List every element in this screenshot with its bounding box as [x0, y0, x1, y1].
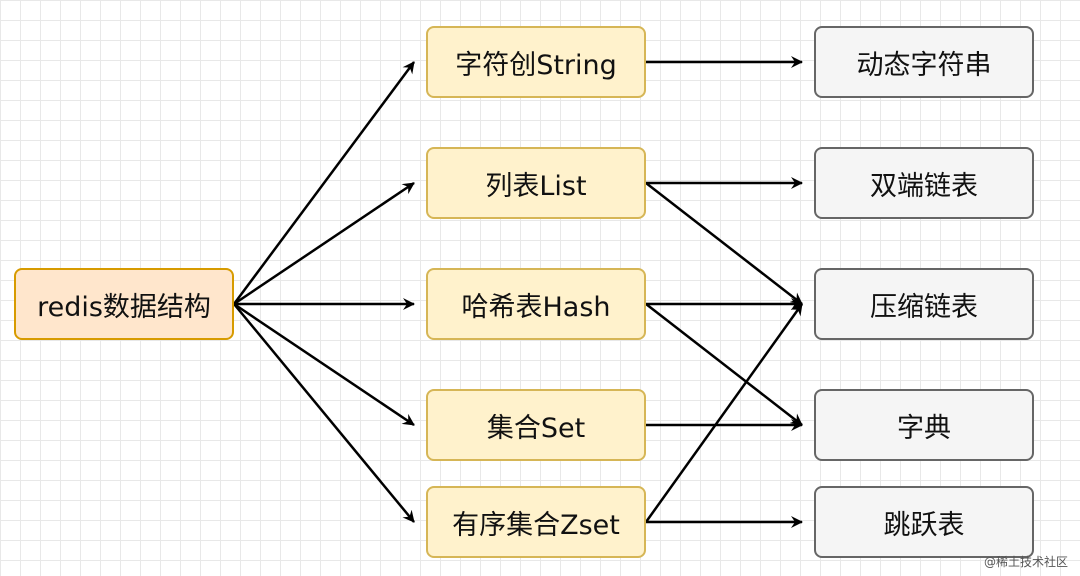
watermark: @稀土技术社区: [983, 555, 1068, 569]
edge-redis-to-set: [233, 302, 415, 427]
node-linked-list: 双端链表: [814, 147, 1034, 219]
node-skiplist: 跳跃表: [814, 486, 1034, 558]
node-label: 字典: [897, 412, 951, 444]
edge-redis-to-list: [233, 181, 415, 306]
node-ziplist: 压缩链表: [814, 268, 1034, 340]
edge-redis-to-string: [232, 61, 416, 305]
node-label: 双端链表: [870, 170, 978, 202]
node-zset: 有序集合Zset: [426, 486, 646, 558]
edge-redis-to-zset: [233, 303, 415, 523]
node-hash: 哈希表Hash: [426, 268, 646, 340]
edge-hash-to-dict: [645, 303, 803, 426]
node-label: 集合Set: [486, 412, 586, 444]
node-label: 字符创String: [455, 49, 617, 81]
node-label: redis数据结构: [37, 291, 211, 323]
node-label: 跳跃表: [883, 509, 965, 541]
node-string: 字符创String: [426, 26, 646, 98]
node-list: 列表List: [426, 147, 646, 219]
node-label: 有序集合Zset: [452, 509, 620, 541]
node-redis-data-structures: redis数据结构: [14, 268, 234, 340]
edge-zset-to-ziplist: [644, 303, 804, 523]
node-label: 哈希表Hash: [461, 291, 611, 323]
node-label: 动态字符串: [856, 49, 992, 81]
node-dynamic-string: 动态字符串: [814, 26, 1034, 98]
node-label: 压缩链表: [870, 291, 978, 323]
node-label: 列表List: [485, 170, 587, 202]
edge-list-to-ziplist: [645, 182, 803, 305]
node-set: 集合Set: [426, 389, 646, 461]
node-dictionary: 字典: [814, 389, 1034, 461]
